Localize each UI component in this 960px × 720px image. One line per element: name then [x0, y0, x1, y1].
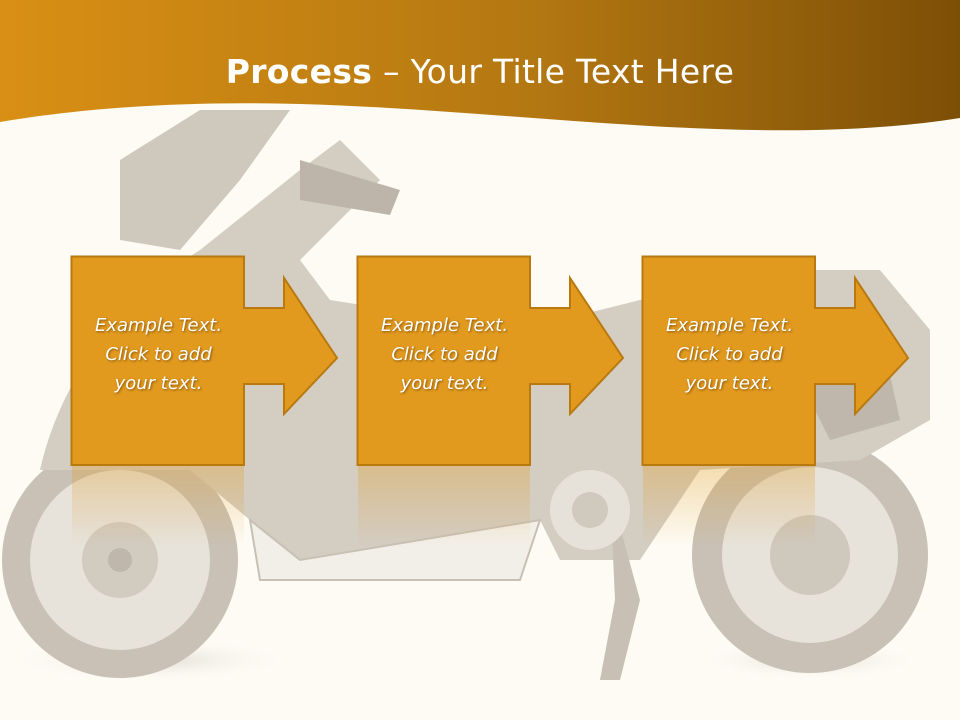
step-reflections [72, 466, 815, 546]
step-text: Example Text. Click to add your text. [380, 315, 509, 394]
step-shape [641, 255, 910, 466]
title-bold: Process [225, 52, 373, 91]
step-shape [356, 255, 625, 466]
process-step-1[interactable]: Example Text. Click to add your text. [70, 255, 341, 466]
title-rest: – Your Title Text Here [372, 52, 735, 91]
step-text: Example Text. Click to add your text. [665, 315, 794, 394]
step-shape [70, 255, 339, 466]
process-step-2[interactable]: Example Text. Click to add your text. [356, 255, 627, 466]
process-step-3[interactable]: Example Text. Click to add your text. [641, 255, 912, 466]
header-band [0, 0, 960, 131]
step-text: Example Text. Click to add your text. [94, 315, 223, 394]
page-title[interactable]: Process – Your Title Text Here [0, 52, 960, 91]
